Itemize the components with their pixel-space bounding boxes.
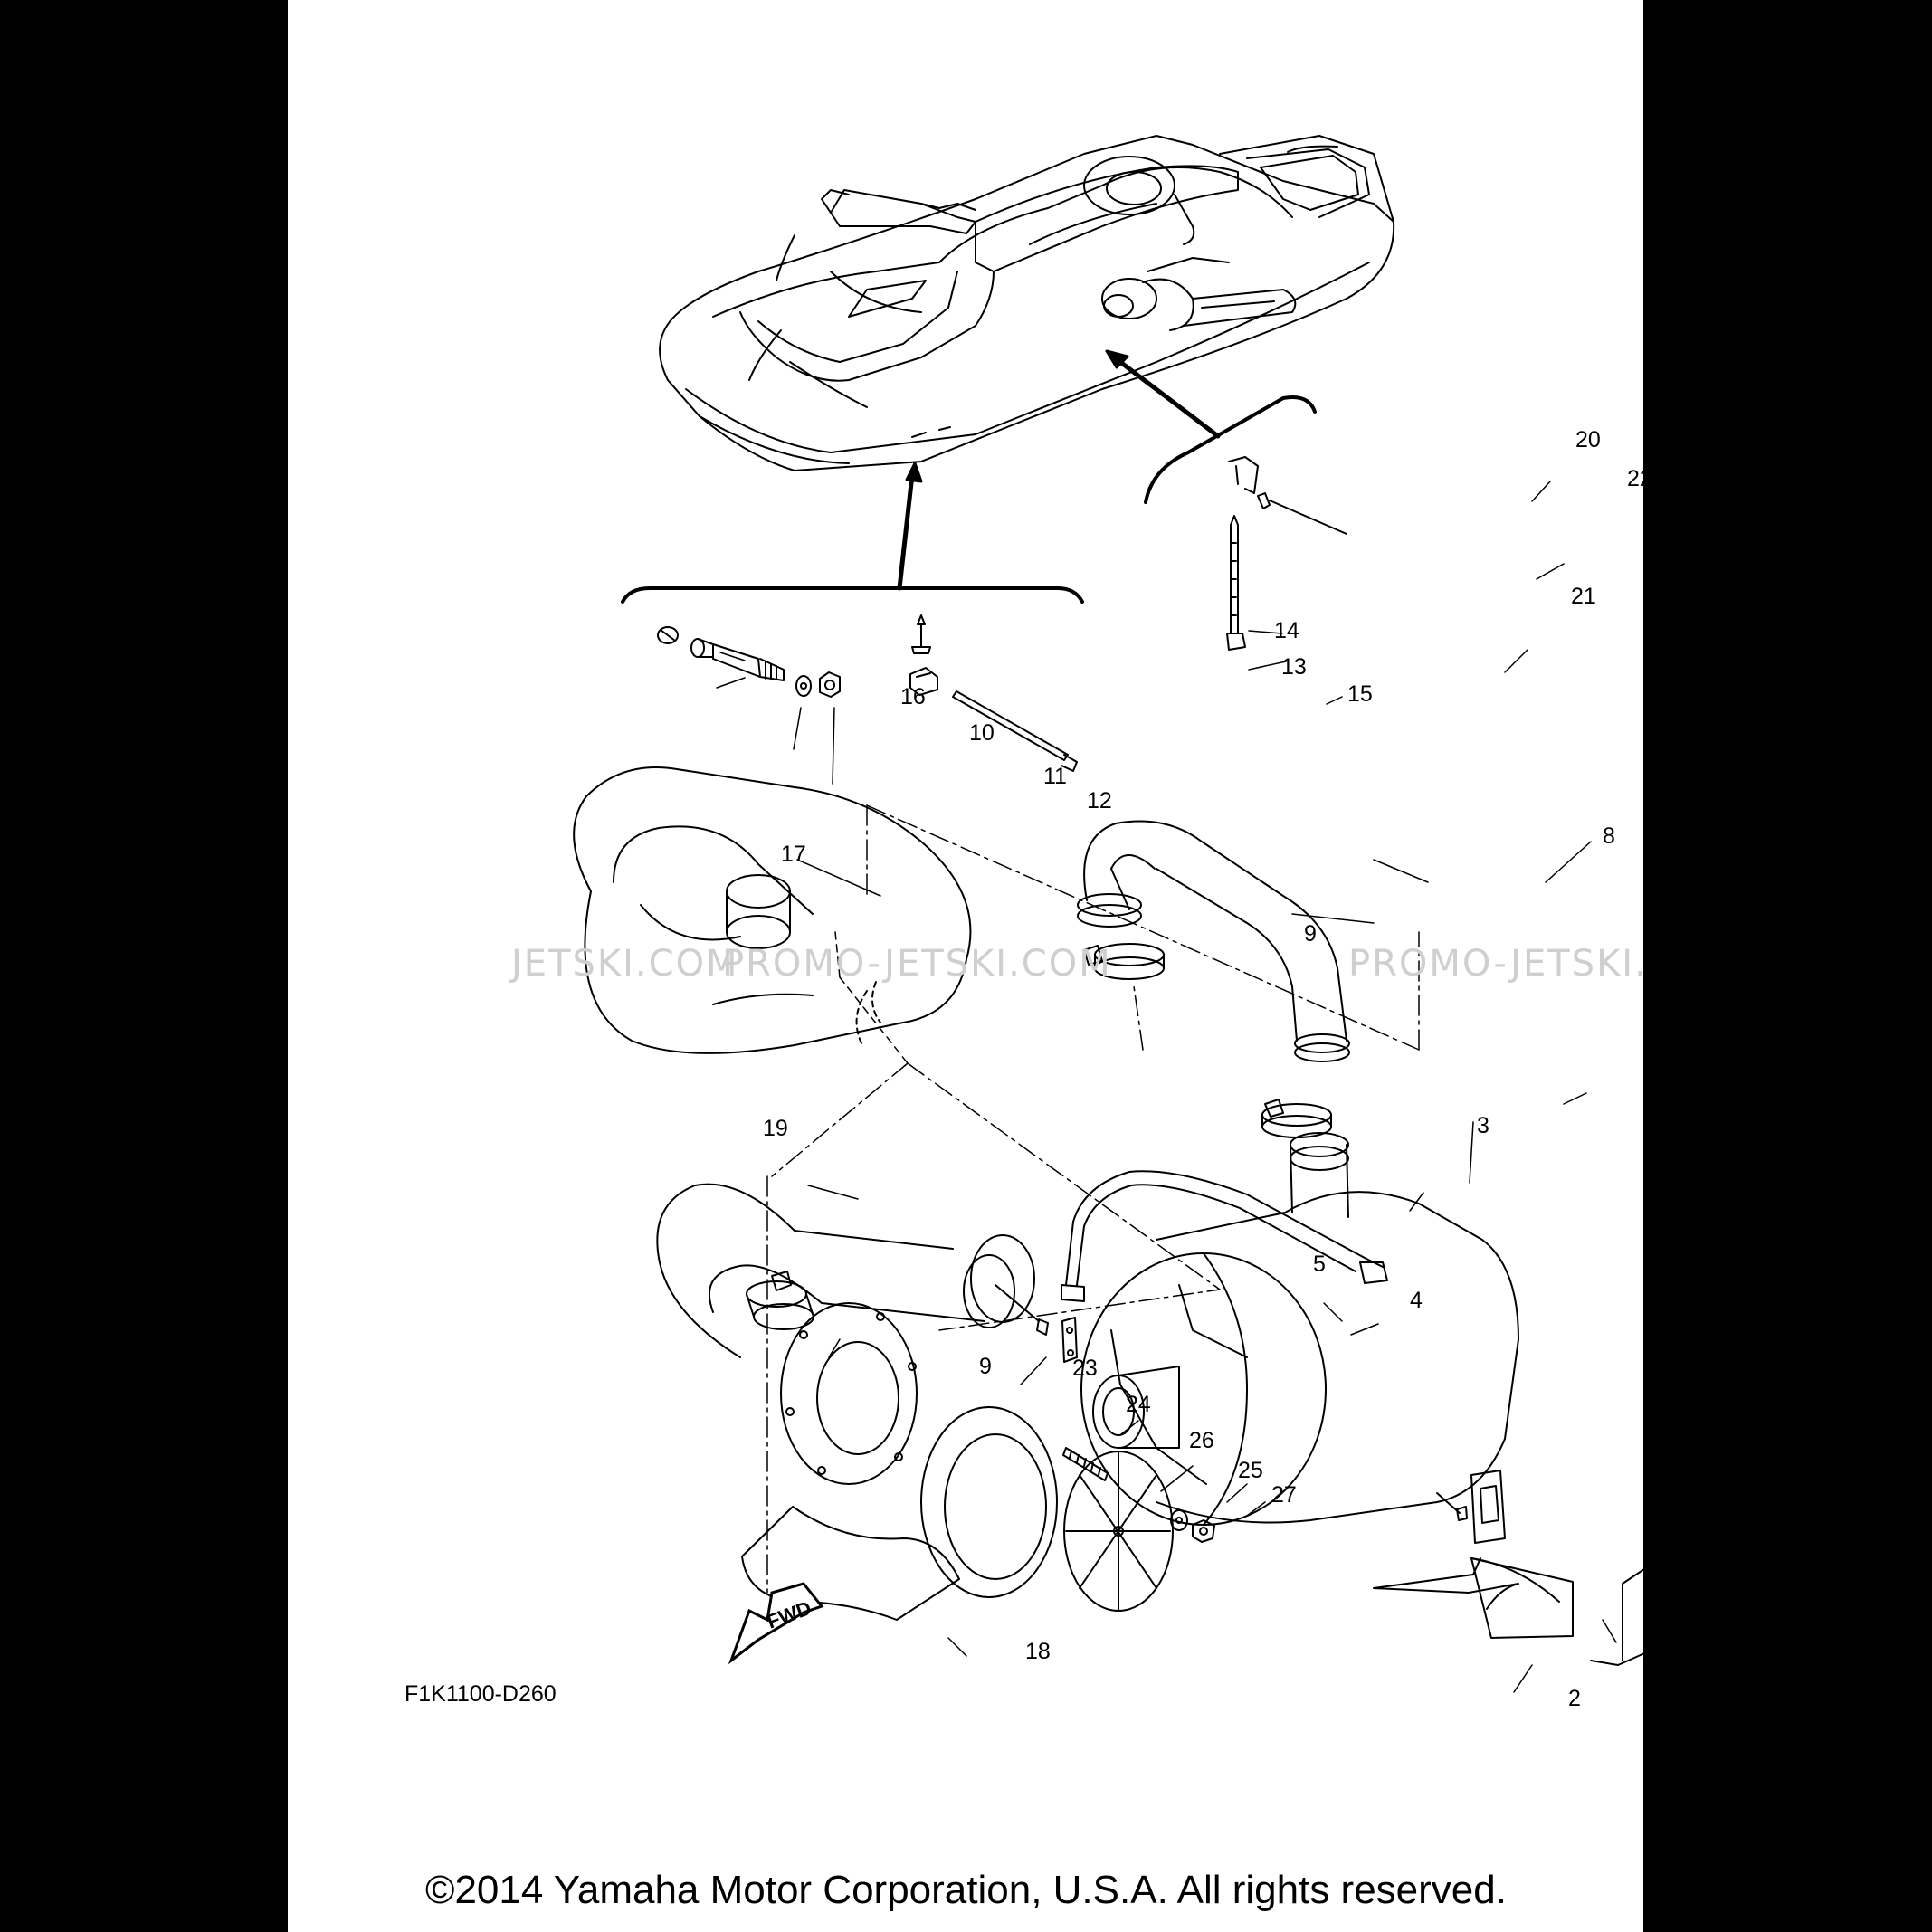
part-16-clip — [657, 626, 679, 644]
part-25-washer — [1170, 1509, 1188, 1531]
callout-label: 24 — [1126, 1392, 1151, 1417]
callout-label: 9 — [979, 1354, 992, 1379]
part-27-nut — [1192, 1519, 1215, 1543]
callout-leaders — [716, 481, 1617, 1693]
part-2-shield-right — [1590, 1568, 1643, 1666]
callout-label: 23 — [1072, 1356, 1098, 1381]
callout-label: 19 — [763, 1116, 788, 1141]
watermark: PROMO-JETSKI.COM — [1348, 943, 1643, 985]
callout-label: 2 — [1568, 1686, 1581, 1711]
part-1-muffler — [1080, 1132, 1519, 1526]
part-14-rivet — [911, 614, 931, 654]
part-23-gasket — [920, 1406, 1058, 1598]
callout-label: 14 — [1274, 618, 1299, 643]
part-13-holder — [909, 667, 938, 696]
dashed-hidden-lines — [834, 931, 909, 1064]
callout-label: 4 — [1410, 1288, 1423, 1313]
exploded-parts-diagram: FWD JETSKI.COM PROMO-JETSKI.COM PROMO-JE… — [404, 135, 1643, 1711]
watercraft-illustration — [659, 135, 1395, 471]
part-2-shield-left — [1373, 1557, 1574, 1639]
callout-label: 5 — [1313, 1252, 1326, 1277]
part-5-rivet — [995, 1284, 1049, 1336]
callout-label: 26 — [1189, 1428, 1214, 1453]
callout-label: 13 — [1281, 654, 1307, 680]
callout-label: 18 — [1025, 1639, 1051, 1664]
part-19-exhaust-pipe — [656, 1183, 1035, 1358]
leader-arrows — [621, 349, 1317, 604]
part-6-bracket — [1470, 1470, 1506, 1544]
callout-label: 27 — [1271, 1482, 1297, 1508]
watermark: JETSKI.COM — [509, 943, 739, 985]
part-3-strap — [1061, 1170, 1388, 1302]
callout-label: 8 — [1603, 823, 1615, 849]
part-8-exhaust-hose — [1077, 820, 1350, 1062]
diagram-sheet: FWD JETSKI.COM PROMO-JETSKI.COM PROMO-JE… — [288, 0, 1643, 1932]
part-10-stud — [690, 638, 785, 681]
callout-label: 25 — [1238, 1458, 1263, 1483]
part-7-rivet — [1436, 1492, 1468, 1521]
callout-label: 20 — [1575, 427, 1601, 452]
part-9-clamp-lower — [746, 1271, 814, 1330]
part-11-washer — [795, 675, 812, 697]
callout-label: 10 — [969, 720, 995, 746]
fwd-arrow-badge: FWD — [728, 1582, 824, 1665]
part-26-screen — [1063, 1451, 1174, 1612]
part-17-exhaust-chamber — [573, 766, 972, 1054]
part-21-tie — [1226, 515, 1246, 651]
part-20-clip — [1228, 456, 1259, 494]
callout-label: 9 — [1304, 921, 1317, 947]
callout-label: 11 — [1043, 764, 1067, 789]
part-15-cable-tie — [952, 690, 1078, 772]
callout-labels: 1 2 2 3 4 5 6 7 8 9 9 9 10 11 12 13 14 1… — [763, 427, 1643, 1711]
callout-label: 21 — [1571, 584, 1596, 609]
callout-label: 15 — [1347, 681, 1373, 707]
reference-lines — [766, 804, 1420, 1594]
part-9-clamp-mid — [1261, 1099, 1332, 1138]
callout-label: 12 — [1087, 788, 1112, 814]
part-22-rivet — [1257, 492, 1347, 535]
part-24-stud — [1062, 1447, 1109, 1481]
callout-label: 17 — [781, 842, 806, 867]
part-18-shield — [741, 1506, 960, 1621]
part-4-bracket — [1061, 1317, 1078, 1363]
watermark: PROMO-JETSKI.COM — [722, 943, 1112, 985]
part-23-flange — [780, 1302, 918, 1485]
diagram-code: F1K1100-D260 — [404, 1681, 557, 1707]
callout-label: 22 — [1627, 466, 1643, 491]
callout-label: 16 — [900, 684, 926, 709]
copyright-notice: ©2014 Yamaha Motor Corporation, U.S.A. A… — [425, 1868, 1507, 1912]
part-12-nut — [819, 671, 841, 698]
part-9-clamp-upper — [1083, 943, 1165, 980]
callout-label: 3 — [1477, 1113, 1489, 1138]
